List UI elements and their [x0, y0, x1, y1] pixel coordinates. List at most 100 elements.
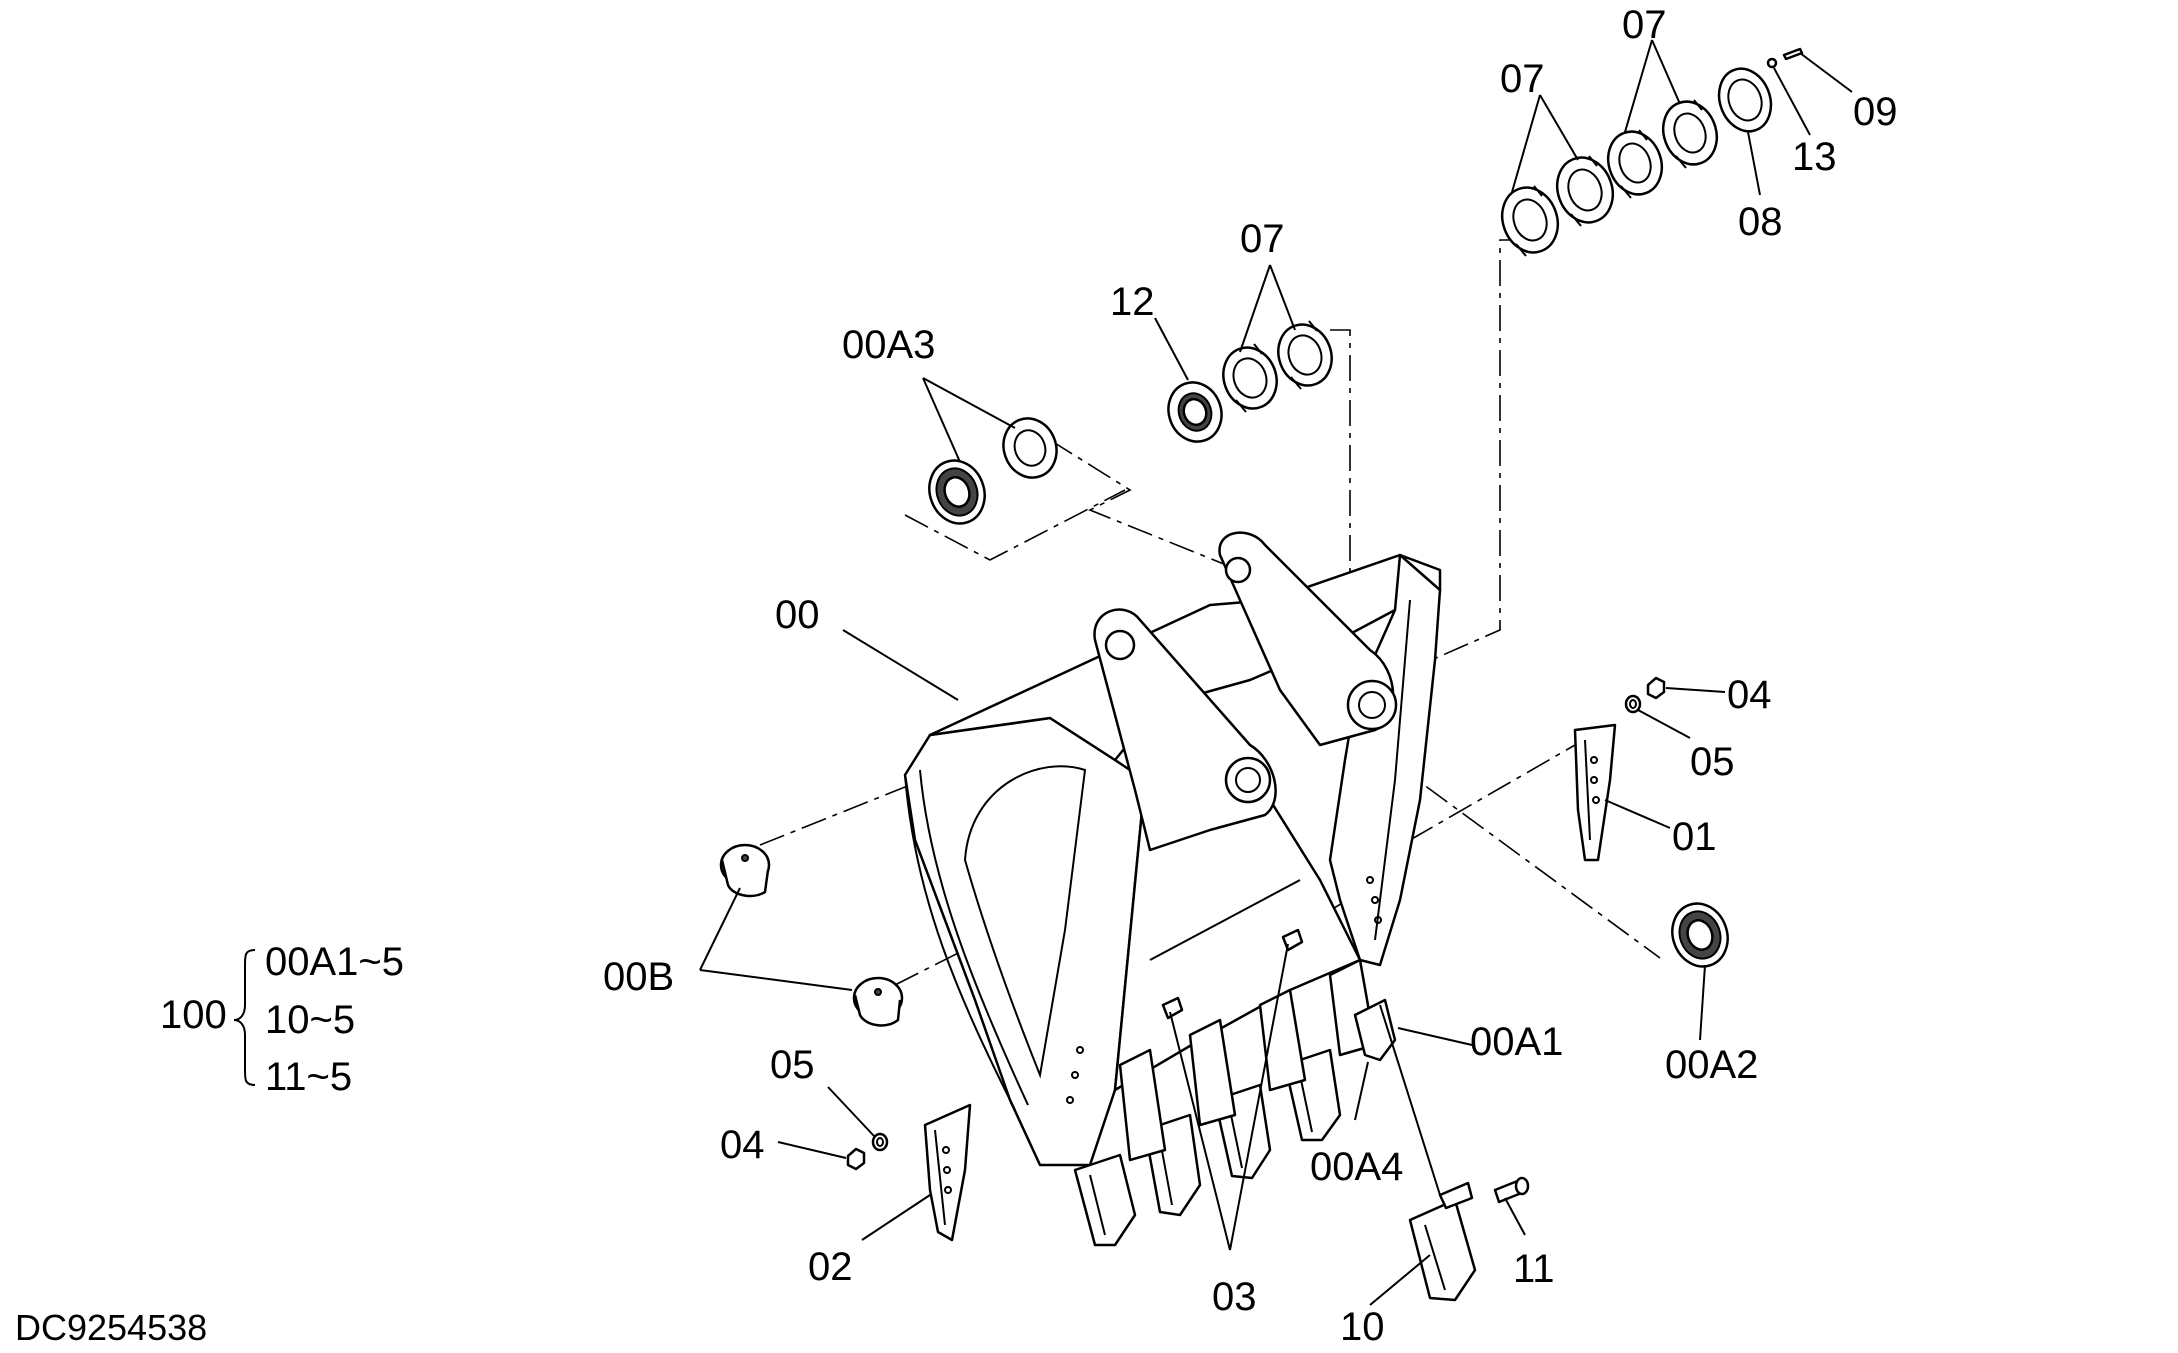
leader-11 — [1504, 1197, 1526, 1236]
label-00A1: 00A1 — [1470, 1020, 1563, 1064]
washer-05-right — [1624, 694, 1642, 714]
leader-00A2 — [1699, 964, 1706, 1041]
label-00B: 00B — [603, 955, 674, 999]
bucket-left-side-recess — [963, 765, 1087, 1079]
leader-00 — [842, 629, 959, 701]
side-cutter-01 — [1573, 723, 1617, 862]
label-00: 00 — [775, 593, 820, 637]
bucket-bottom-crease — [1149, 879, 1301, 961]
bearing-00A2 — [1671, 902, 1729, 968]
bucket-right-side-edge — [1374, 599, 1411, 941]
drawing-id: DC9254538 — [15, 1307, 207, 1348]
shim-07-mid-a — [1222, 343, 1278, 413]
label-07-mid: 07 — [1240, 217, 1285, 261]
label-09: 09 — [1853, 90, 1898, 134]
tooth-ribs — [1089, 1074, 1313, 1236]
legend-assembly-number: 100 — [160, 993, 227, 1037]
leader-04-right — [1665, 687, 1726, 693]
pin-boss-lower-front-bore — [1235, 767, 1261, 793]
leader-02 — [861, 1194, 931, 1241]
plate-08 — [1717, 67, 1773, 133]
label-08: 08 — [1738, 200, 1783, 244]
shim-07-top-3 — [1606, 129, 1664, 199]
bolt-09 — [1782, 47, 1804, 61]
bucket-body — [903, 531, 1442, 1167]
label-00A2: 00A2 — [1665, 1043, 1758, 1087]
centerline-00A3-left — [904, 489, 1126, 561]
leader-13 — [1773, 67, 1811, 136]
ring-12 — [1167, 381, 1223, 443]
label-02: 02 — [808, 1245, 853, 1289]
leader-08 — [1747, 131, 1761, 196]
adapter-00A1 — [1353, 998, 1397, 1062]
shim-07-mid-b — [1277, 320, 1333, 390]
bushing-00B-upper — [719, 843, 771, 898]
legend-entry-2: 10~5 — [265, 998, 355, 1042]
pin-11 — [1493, 1176, 1530, 1204]
leader-00A1 — [1397, 1027, 1473, 1046]
leader-12 — [1154, 317, 1189, 381]
leader-07-upper-left — [1511, 94, 1579, 193]
pin-boss-upper-rear — [1224, 556, 1252, 584]
leader-00B — [699, 887, 853, 991]
side-cutter-02 — [923, 1103, 972, 1242]
label-03: 03 — [1212, 1275, 1257, 1319]
side-bolt-holes — [1066, 876, 1382, 1104]
leader-lines — [699, 39, 1853, 1306]
centerline-00A3-right — [1049, 439, 1351, 616]
shim-07-top-4 — [1661, 99, 1719, 169]
tooth-pin-left — [1161, 996, 1184, 1020]
centerline-07-mid — [1330, 329, 1351, 660]
pin-boss-lower-rear-bore — [1358, 691, 1386, 719]
shim-07-top-1 — [1500, 185, 1560, 257]
leader-00A3 — [922, 377, 1016, 463]
label-00A3: 00A3 — [842, 323, 935, 367]
shim-07-top-2 — [1555, 155, 1615, 227]
tooth-adapter-2 — [1188, 1018, 1237, 1127]
label-07-upper-right: 07 — [1622, 3, 1667, 47]
label-04-right: 04 — [1727, 673, 1772, 717]
pin-boss-lower-rear — [1346, 679, 1398, 731]
legend-entry-1: 00A1~5 — [265, 940, 404, 984]
lock-washer-13 — [1766, 57, 1778, 69]
leader-00A4 — [1354, 1061, 1369, 1121]
label-04-left: 04 — [720, 1123, 765, 1167]
nut-04-right — [1646, 676, 1666, 700]
tooth-adapter-1 — [1118, 1048, 1167, 1162]
leader-09 — [1799, 52, 1853, 93]
leader-05-left — [827, 1086, 875, 1137]
pin-boss-upper-front — [1104, 629, 1136, 661]
label-05-left: 05 — [770, 1043, 815, 1087]
leader-04-left — [777, 1141, 847, 1159]
leader-10 — [1369, 1004, 1441, 1306]
part-labels: 00 00A1 00A2 00A3 00A4 00B 01 02 03 04 0… — [603, 3, 1898, 1349]
label-10: 10 — [1340, 1305, 1385, 1349]
leader-07-mid — [1239, 264, 1296, 353]
bearing-00A3-left — [928, 459, 986, 525]
leader-05-right — [1637, 709, 1691, 739]
bushing-00B-lower — [852, 976, 904, 1027]
legend-entry-3: 11~5 — [265, 1055, 352, 1099]
label-05-right: 05 — [1690, 740, 1735, 784]
label-01: 01 — [1672, 815, 1717, 859]
loose-tooth-10 — [1408, 1181, 1477, 1302]
assembly-legend: 100 00A1~5 10~5 11~5 — [160, 940, 404, 1099]
bearing-00A3-right — [1002, 417, 1058, 479]
label-00A4: 00A4 — [1310, 1145, 1403, 1189]
leader-07-upper-right — [1624, 39, 1681, 133]
bucket-rear-plate — [904, 769, 1029, 1111]
pin-boss-lower-front — [1224, 756, 1272, 804]
label-11: 11 — [1513, 1247, 1555, 1291]
leader-01 — [1604, 799, 1671, 829]
label-12: 12 — [1110, 280, 1155, 324]
tooth-adapter-3 — [1258, 988, 1307, 1092]
centerline-00A2 — [1389, 759, 1661, 959]
washer-05-left — [871, 1132, 889, 1152]
label-07-upper-left: 07 — [1500, 57, 1545, 101]
nut-04-left — [846, 1147, 866, 1171]
legend-brace — [233, 949, 256, 1086]
label-13: 13 — [1792, 135, 1837, 179]
leader-03 — [1169, 943, 1289, 1251]
centerline-01 — [1409, 744, 1576, 841]
